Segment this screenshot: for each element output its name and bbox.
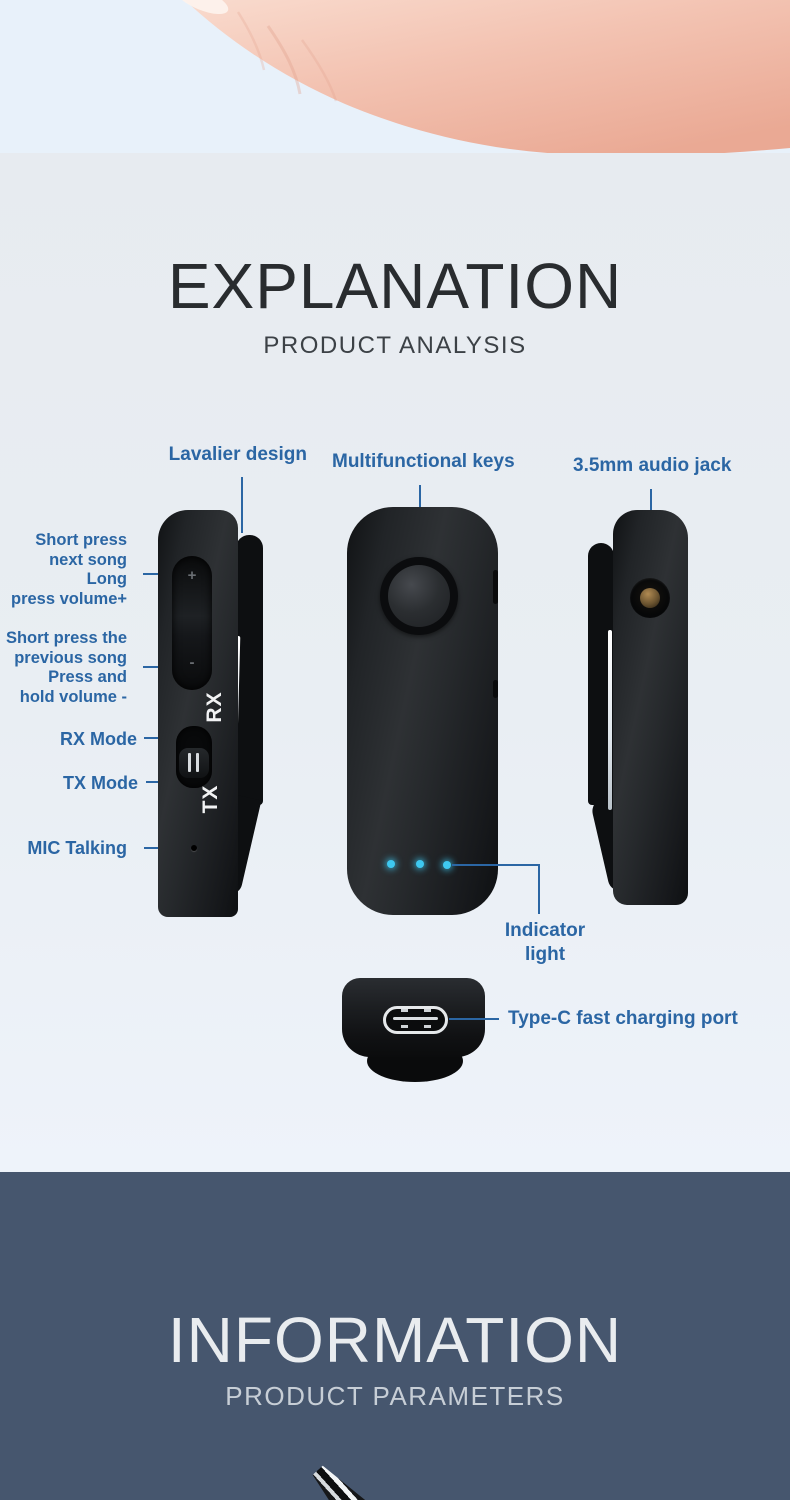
callout-mic-talking: MIC Talking <box>27 838 127 858</box>
callout-type-c: Type-C fast charging port <box>508 1008 738 1029</box>
callout-rx-mode: RX Mode <box>59 729 137 749</box>
top-section <box>0 0 790 153</box>
usb-c-tongue <box>393 1017 438 1020</box>
usb-c-pin-tr <box>424 1009 431 1012</box>
information-subtitle: PRODUCT PARAMETERS <box>225 1381 565 1411</box>
side-button-notch-upper <box>493 570 498 604</box>
volume-minus-mark: - <box>189 654 195 671</box>
usb-c-port <box>383 1006 448 1034</box>
indicator-dot-1 <box>387 860 395 868</box>
indicator-dot-2 <box>416 860 424 868</box>
usb-c-pin-bl <box>401 1025 408 1028</box>
usb-c-pin-br <box>424 1025 431 1028</box>
callout-line-indicator-v <box>538 864 540 914</box>
information-title: INFORMATION <box>167 1304 623 1376</box>
explanation-title: EXPLANATION <box>167 250 623 322</box>
mode-switch-knob <box>179 748 209 778</box>
usb-c-pin-tl <box>401 1009 408 1012</box>
mic-hole <box>191 845 197 851</box>
rx-print: RX <box>203 691 226 723</box>
callout-volume-up: Short press next song Long press volume+ <box>10 531 127 608</box>
information-section <box>0 1172 790 1500</box>
switch-ridge-1 <box>188 753 191 772</box>
tx-print: TX <box>199 784 222 814</box>
callout-tx-mode: TX Mode <box>63 773 138 793</box>
explanation-subtitle: PRODUCT ANALYSIS <box>263 332 527 359</box>
finger-photo <box>175 0 790 153</box>
multifunction-button <box>388 565 450 627</box>
callout-lavalier-design: Lavalier design <box>168 444 307 465</box>
side-button-notch-lower <box>493 680 498 698</box>
callout-line-indicator-h <box>452 864 540 866</box>
callout-audio-jack: 3.5mm audio jack <box>573 455 732 476</box>
indicator-dot-3 <box>443 861 451 869</box>
callout-multifunctional-keys: Multifunctional keys <box>332 451 515 472</box>
callout-line-lavalier <box>241 477 243 533</box>
callout-indicator-light: Indicator light <box>504 920 586 965</box>
callout-line-type-c <box>449 1018 499 1020</box>
audio-jack-socket <box>640 588 660 608</box>
right-device-clip-highlight <box>608 630 612 810</box>
switch-ridge-2 <box>196 753 199 772</box>
right-device-body <box>613 510 688 905</box>
callout-volume-down: Short press the previous song Press and … <box>5 629 127 706</box>
left-device-clip <box>236 535 263 805</box>
volume-plus-mark: + <box>187 567 197 584</box>
volume-rocker <box>172 556 212 690</box>
